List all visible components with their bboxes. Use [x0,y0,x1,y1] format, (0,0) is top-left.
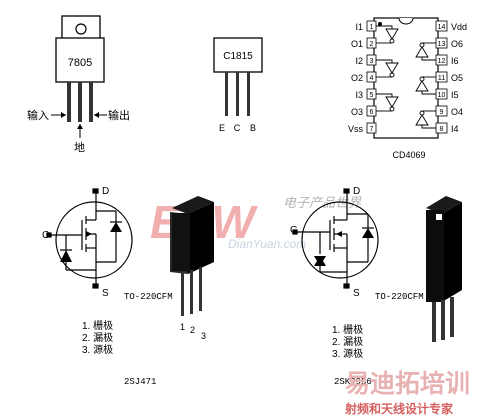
mosfet1-pin2: 2 [190,325,195,335]
mosfet1-legend-2: 2. 漏极 [82,331,113,344]
watermark-site: DianYuan.com [228,237,306,251]
inverter-bubble [389,38,395,44]
mosfet2-gate-label: G [290,225,298,236]
inverter-bubble [419,76,425,82]
cd4069-wire [376,93,393,97]
cd4069-pin-label: I4 [451,124,459,134]
mosfet2-source-label: S [353,288,360,299]
inverter-symbol [385,62,399,74]
cd4069-pin-label: O5 [451,73,463,83]
cd4069-pin-number: 2 [370,41,374,48]
regulator-7805: 7805 输入 输出 地 [27,15,130,154]
cd4069-wire [421,91,436,95]
cd4069-pin-number: 10 [438,92,446,99]
cd4069-pin-number: 11 [438,75,445,82]
cd4069-pin-number: 8 [440,126,444,133]
regulator-label: 7805 [68,57,92,69]
transistor-pin-b: B [250,123,256,133]
cd4069-pin-label: I5 [451,90,459,100]
mosfet1-legend-3: 3. 源极 [82,343,113,356]
mosfet2-legend-1: 1. 栅极 [332,323,363,336]
mosfet1-pin3: 3 [201,331,206,341]
inverter-bubble [389,106,395,112]
inverter-symbol [385,96,399,108]
transistor-pin-c: C [234,123,241,133]
cd4069-pin-label: I1 [355,22,363,32]
cd4069-pin-number: 6 [370,109,374,116]
cd4069-pin-number: 5 [370,92,374,99]
cd4069-pin-number: 12 [438,58,446,65]
mosfet1-gate-label: G [42,230,50,241]
transistor-c1815: C1815 E C B [213,37,263,133]
cd4069-pin-number: 1 [370,24,374,31]
mosfet2-drain-label: D [353,186,360,197]
mosfet2-symbol [292,188,379,289]
cd4069-pin-label: I6 [451,56,459,66]
mosfet1-package: 1 2 3 [170,196,214,341]
cd4069-pin-label: Vdd [451,22,467,32]
inverter-symbol [415,46,429,58]
cd4069-pin-number: 13 [438,41,446,48]
cd4069-chip: 1 I1 14 Vdd 2 O1 13 O6 3 I2 12 I6 4 O2 11 O5 5 I3 10 I5 6 O3 9… [348,17,467,160]
cd4069-pin-label: O6 [451,39,463,49]
mosfet2-name: 2SK2956 [334,377,372,387]
brand-title: 易迪拓培训 [345,369,470,398]
brand-subtitle: 射频和天线设计专家 [344,401,454,416]
mosfet2-legend-2: 2. 漏极 [332,335,363,348]
cd4069-label: CD4069 [392,150,425,160]
mosfet1-package-label: TO-220CFM [124,292,173,302]
cd4069-pin-box [366,122,377,134]
cd4069-pin-label: I3 [355,90,363,100]
cd4069-wire [421,57,436,61]
mosfet2-package [426,196,462,342]
mosfet2-legend-3: 3. 源极 [332,347,363,360]
regulator-ground-label: 地 [74,141,85,154]
mosfet1-source-label: S [102,288,109,299]
mosfet1-drain-label: D [102,186,109,197]
cd4069-pin-label: I2 [355,56,363,66]
cd4069-pin-label: Vss [348,124,364,134]
inverter-symbol [415,80,429,92]
cd4069-pin-number: 4 [370,75,374,82]
regulator-input-label: 输入 [27,108,49,122]
cd4069-pin-number: 3 [370,58,374,65]
cd4069-wire [421,125,436,129]
cd4069-pin-box [435,20,448,32]
inverter-symbol [415,114,429,126]
cd4069-pin-label: O3 [351,107,363,117]
cd4069-pin-label: O4 [451,107,463,117]
inverter-bubble [419,110,425,116]
mosfet1-pin1: 1 [180,322,185,332]
mosfet1-legend-1: 1. 栅极 [82,319,113,332]
cd4069-pin-number: 14 [438,24,446,31]
cd4069-wire [376,59,393,63]
cd4069-pin-number: 7 [370,126,374,133]
regulator-output-label: 输出 [108,108,130,122]
cd4069-wire [376,25,393,29]
cd4069-pin-label: O2 [351,73,363,83]
brand-logo: 易迪拓培训 射频和天线设计专家 [344,369,470,416]
inverter-bubble [419,42,425,48]
inverter-bubble [389,72,395,78]
transistor-pin-e: E [219,123,225,133]
watermark-cn: 电子产品世界 [283,195,362,210]
mosfet1-name: 2SJ471 [124,377,156,387]
mosfet2-package-label: TO-220CFM [375,292,424,302]
transistor-label: C1815 [223,51,253,62]
inverter-symbol [385,28,399,40]
cd4069-pin-label: O1 [351,39,363,49]
cd4069-pin-number: 9 [440,109,444,116]
mosfet1-symbol [46,188,133,289]
